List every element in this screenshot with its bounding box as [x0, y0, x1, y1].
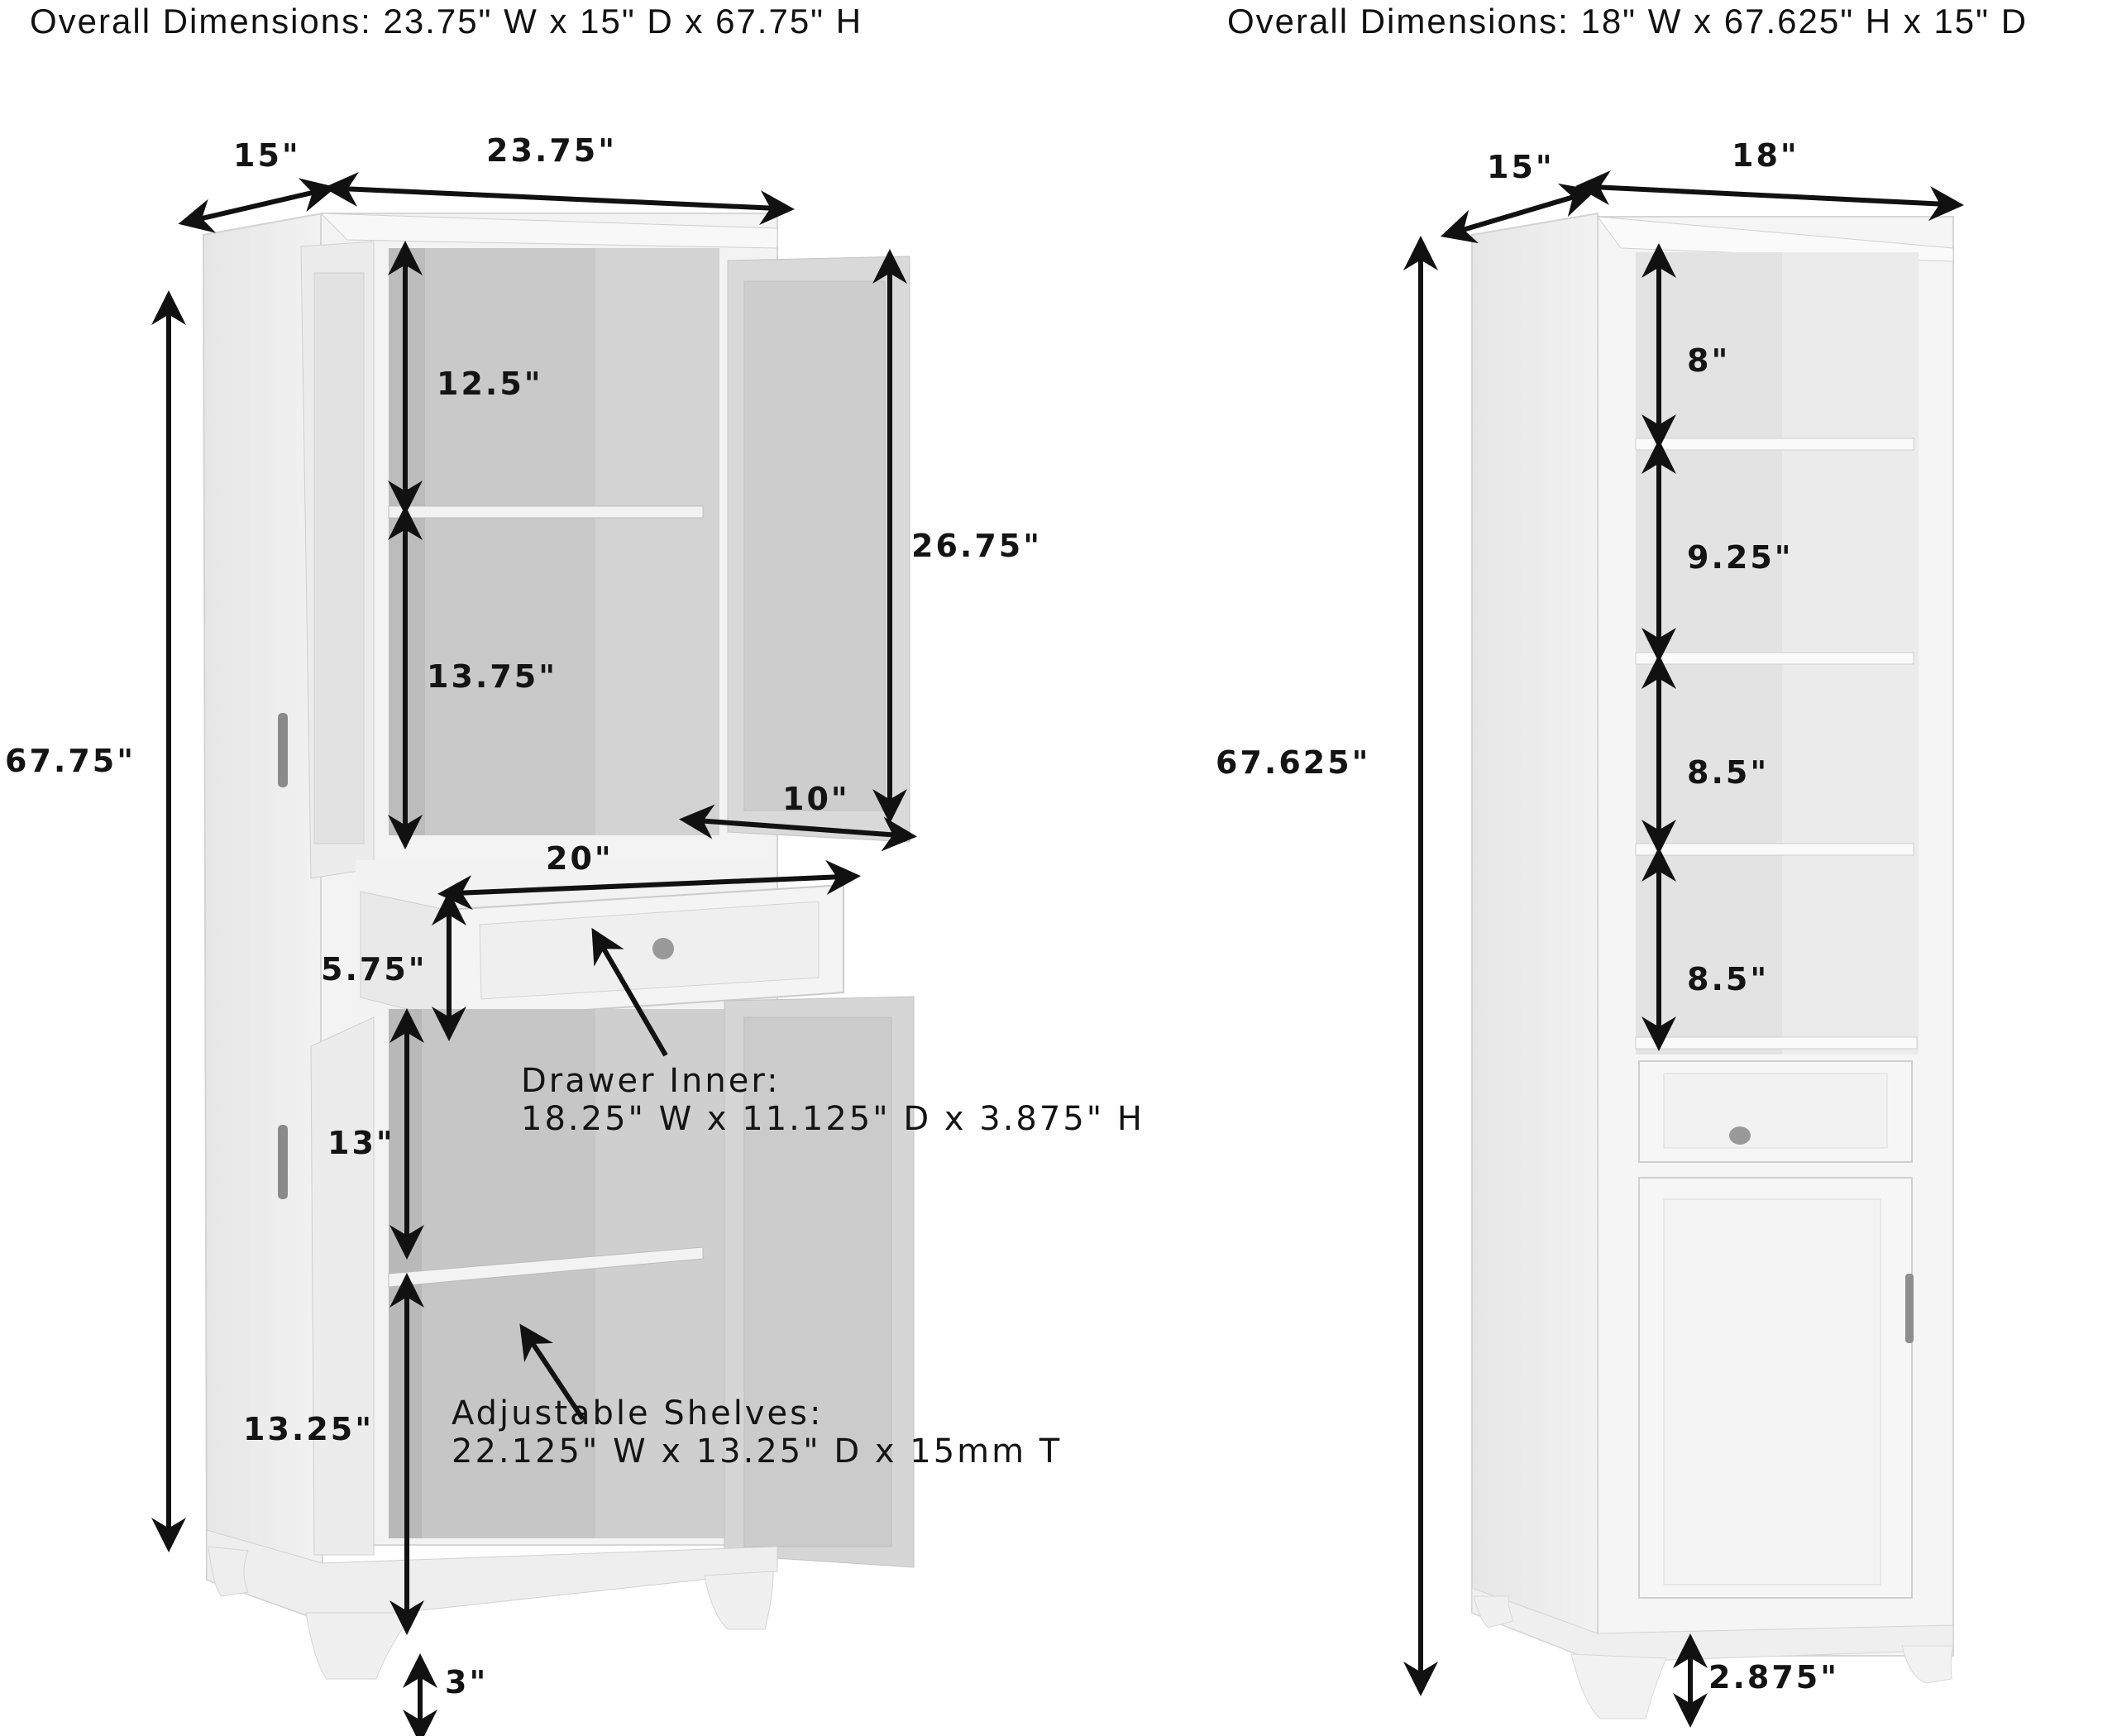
left-upper-shelf-gap-label: 12.5" [437, 366, 543, 402]
adjustable-shelves-title: Adjustable Shelves: [452, 1394, 824, 1432]
right-overall-dimensions-title: Overall Dimensions: 18" W x 67.625" H x … [1227, 2, 2029, 41]
right-leg-height-label: 2.875" [1708, 1659, 1839, 1695]
left-height-label: 67.75" [5, 743, 136, 779]
left-width-label: 23.75" [486, 132, 617, 169]
right-shelf-2-label: 9.25" [1687, 539, 1794, 576]
left-door-width-label: 10" [782, 781, 850, 817]
left-drawer-width-label: 20" [546, 840, 614, 877]
left-drawer-height-label: 5.75" [321, 951, 428, 988]
right-dimension-arrows [1403, 170, 1964, 1728]
right-shelf-3-label: 8.5" [1687, 754, 1770, 791]
left-lower-bottom-gap-label: 13.25" [243, 1411, 374, 1447]
right-shelf-1-label: 8" [1687, 342, 1731, 379]
left-leg-height-label: 3" [445, 1664, 489, 1700]
drawer-inner-dims: 18.25" W x 11.125" D x 3.875" H [521, 1100, 1145, 1138]
right-height-label: 67.625" [1216, 744, 1371, 781]
right-depth-label: 15" [1487, 149, 1555, 185]
left-lower-upper-gap-label: 13" [327, 1125, 395, 1161]
left-dimension-arrows [151, 171, 917, 1736]
adjustable-shelves-dims: 22.125" W x 13.25" D x 15mm T [452, 1432, 1063, 1471]
left-middle-shelf-gap-label: 13.75" [427, 658, 557, 695]
left-depth-label: 15" [233, 137, 301, 174]
drawer-inner-note: Drawer Inner: 18.25" W x 11.125" D x 3.8… [521, 1062, 1145, 1138]
right-shelf-4-label: 8.5" [1687, 961, 1770, 997]
drawer-inner-title: Drawer Inner: [521, 1062, 781, 1100]
adjustable-shelves-note: Adjustable Shelves: 22.125" W x 13.25" D… [452, 1394, 1062, 1471]
left-door-height-label: 26.75" [911, 528, 1042, 564]
right-width-label: 18" [1732, 137, 1799, 174]
left-overall-dimensions-title: Overall Dimensions: 23.75" W x 15" D x 6… [30, 2, 863, 41]
